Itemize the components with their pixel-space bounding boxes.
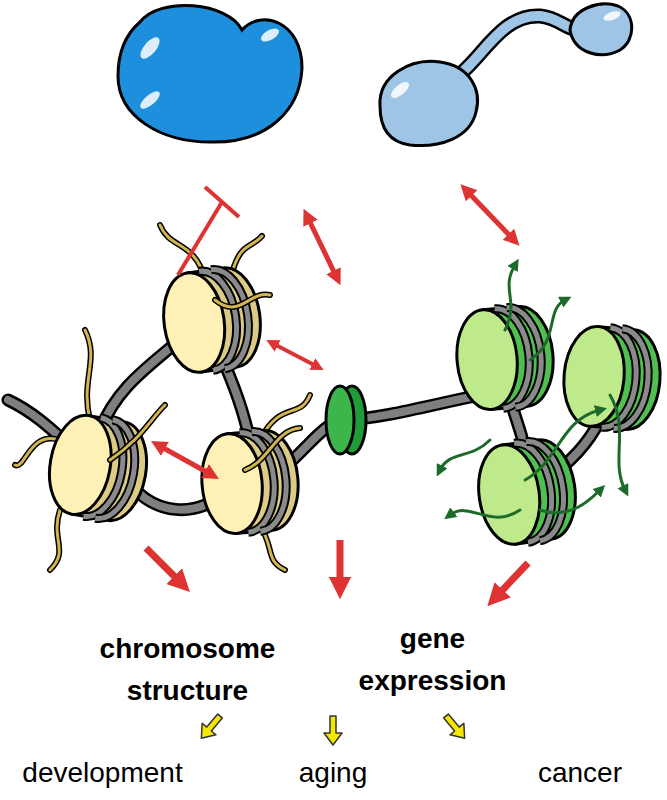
outcome-label: gene expression	[345, 618, 520, 702]
modified-tails-part	[440, 440, 490, 470]
modified-tails	[440, 265, 625, 517]
modified-tails-part	[450, 510, 520, 517]
outcome-arrows	[194, 710, 471, 745]
outcome-arrows-part	[324, 716, 342, 745]
interaction-arrows-part	[205, 187, 239, 217]
histone-tails-part	[110, 294, 300, 470]
nucleosomes-part	[42, 410, 154, 525]
histone-tails	[15, 225, 310, 570]
interaction-arrows-part	[337, 540, 344, 588]
nucleosomes-part	[326, 386, 354, 454]
reader-protein-part	[570, 4, 632, 55]
protein-complex-part	[259, 26, 281, 45]
reader-protein-part	[455, 16, 580, 78]
reader-protein-part	[388, 79, 411, 101]
interaction-arrows-part	[307, 216, 337, 278]
outcome-arrows-part	[194, 710, 226, 744]
modified-tails-part	[525, 410, 600, 480]
consequence-label: development	[0, 756, 205, 790]
nucleosomes-part	[198, 428, 302, 536]
outcome-arrows-part	[439, 710, 471, 744]
modified-tails-part	[540, 490, 600, 513]
reader-protein-part	[602, 9, 622, 23]
reader-protein-part	[380, 61, 478, 145]
interaction-arrows-part	[146, 548, 182, 584]
modified-tails-part	[610, 395, 625, 490]
consequence-label: cancer	[510, 756, 650, 790]
histone-tails-part	[110, 294, 300, 470]
modified-tails-part	[530, 300, 565, 360]
consequence-label: aging	[268, 756, 398, 790]
outcome-label: chromosome structure	[95, 628, 280, 712]
histone-tails	[110, 294, 300, 470]
nucleosomes-part	[158, 264, 267, 376]
interaction-arrows-part	[495, 563, 528, 598]
histone-tails-part	[15, 225, 310, 570]
interaction-arrows-part	[272, 343, 318, 367]
nucleosomes-part	[453, 304, 557, 412]
nucleosomes-part	[560, 324, 664, 432]
protein-complex-part	[138, 88, 163, 111]
interaction-arrows-part	[466, 190, 514, 240]
reader-protein	[380, 4, 632, 145]
interaction-arrows	[146, 187, 528, 598]
interaction-arrows-part	[158, 445, 212, 475]
modified-tails-part	[505, 265, 515, 330]
protein-complex	[118, 5, 302, 142]
protein-complex-part	[118, 5, 302, 142]
interaction-arrows-part	[178, 202, 222, 275]
nucleosomes-part	[473, 436, 582, 548]
histone-tails-part	[15, 225, 310, 570]
reader-protein-part	[455, 16, 580, 78]
nucleosomes	[42, 264, 664, 548]
protein-complex-part	[137, 34, 163, 62]
